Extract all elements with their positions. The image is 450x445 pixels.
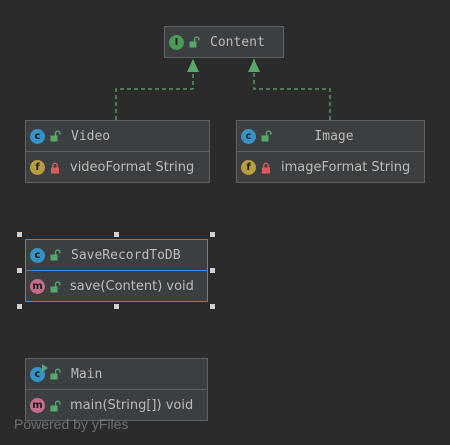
watermark: Powered by yFiles bbox=[14, 416, 129, 432]
node-header: c Image bbox=[237, 121, 424, 152]
node-header: I Content bbox=[165, 27, 283, 57]
selection-handle-bottom-right[interactable] bbox=[210, 304, 215, 309]
node-header: c Main bbox=[26, 359, 207, 390]
run-badge-icon bbox=[42, 363, 48, 372]
class-icon: c bbox=[30, 128, 45, 144]
selection-handle-middle-right[interactable] bbox=[210, 268, 215, 273]
edge-video-implements-content[interactable] bbox=[115, 59, 194, 120]
node-video-class[interactable]: c Video f videoFormat String bbox=[25, 120, 210, 183]
field-text: imageFormat String bbox=[281, 160, 411, 175]
arrowhead-image-edge bbox=[248, 59, 260, 72]
selection-handle-middle-left[interactable] bbox=[17, 268, 22, 273]
unlocked-icon bbox=[261, 130, 272, 142]
method-text: main(String[]) void bbox=[70, 398, 194, 413]
edge-image-implements-content[interactable] bbox=[253, 59, 331, 120]
node-content-interface[interactable]: I Content bbox=[164, 26, 284, 58]
unlocked-icon bbox=[189, 36, 200, 48]
selection-handle-top-center[interactable] bbox=[114, 232, 119, 237]
method-text: save(Content) void bbox=[70, 279, 194, 294]
unlocked-icon bbox=[50, 130, 61, 142]
node-header: c Video bbox=[26, 121, 209, 152]
field-icon: f bbox=[30, 160, 45, 175]
node-title: Content bbox=[210, 34, 265, 50]
selection-handle-top-left[interactable] bbox=[17, 232, 22, 237]
node-title: Main bbox=[71, 366, 103, 382]
field-text: videoFormat String bbox=[70, 160, 195, 175]
arrowhead-video-edge bbox=[187, 59, 199, 72]
locked-icon bbox=[262, 162, 270, 173]
method-row[interactable]: m save(Content) void bbox=[26, 271, 207, 302]
class-icon: c bbox=[30, 247, 45, 263]
unlocked-icon bbox=[50, 249, 61, 261]
unlocked-icon bbox=[50, 280, 61, 292]
interface-icon: I bbox=[169, 34, 184, 50]
node-title: SaveRecordToDB bbox=[71, 247, 181, 263]
field-row[interactable]: f videoFormat String bbox=[26, 152, 209, 183]
selection-handle-top-right[interactable] bbox=[210, 232, 215, 237]
runnable-class-icon: c bbox=[30, 363, 48, 382]
node-title: Video bbox=[71, 128, 111, 144]
field-icon: f bbox=[241, 160, 256, 175]
node-header: c SaveRecordToDB bbox=[26, 240, 207, 271]
selection-handle-bottom-left[interactable] bbox=[17, 304, 22, 309]
selection-handle-bottom-center[interactable] bbox=[114, 304, 119, 309]
method-icon: m bbox=[30, 398, 45, 413]
node-image-class[interactable]: c Image f imageFormat String bbox=[236, 120, 425, 183]
field-row[interactable]: f imageFormat String bbox=[237, 152, 424, 183]
locked-icon bbox=[51, 162, 59, 173]
method-icon: m bbox=[30, 279, 45, 294]
method-row[interactable]: m main(String[]) void bbox=[26, 390, 207, 421]
class-icon: c bbox=[241, 128, 256, 144]
node-save-record-to-db-class[interactable]: c SaveRecordToDB m save(Content) void bbox=[25, 239, 208, 302]
unlocked-icon bbox=[50, 399, 61, 411]
node-main-class[interactable]: c Main m main(String[]) void bbox=[25, 358, 208, 421]
unlocked-icon bbox=[50, 368, 61, 380]
node-title: Image bbox=[314, 128, 354, 144]
